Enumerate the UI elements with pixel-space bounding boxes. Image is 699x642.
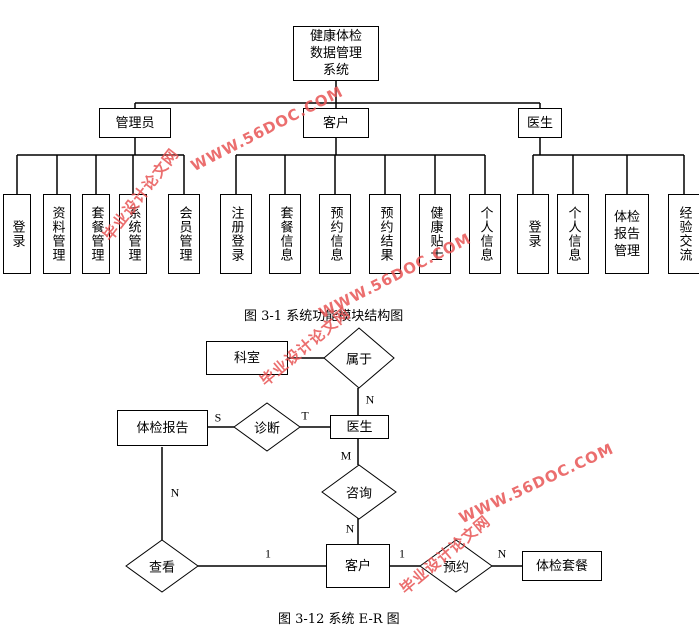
cardinality-view-customer: 1 xyxy=(265,546,271,561)
admin-item-system: 系统管理 xyxy=(119,194,147,274)
cardinality-reserve-customer: 1 xyxy=(399,546,405,561)
cardinality-diagnose-report: S xyxy=(214,410,222,425)
admin-item-member: 会员管理 xyxy=(168,194,200,274)
admin-item-package: 套餐管理 xyxy=(82,194,110,274)
customer-item-package-info: 套餐信息 xyxy=(269,194,301,274)
system-root-node: 健康体检 数据管理 系统 xyxy=(293,26,379,81)
group-admin-node: 管理员 xyxy=(99,108,171,138)
er-diagram-caption: 图 3-12 系统 E-R 图 xyxy=(278,612,400,627)
customer-item-reserve-result: 预约结果 xyxy=(369,194,401,274)
admin-item-profile: 资料管理 xyxy=(43,194,71,274)
entity-department: 科室 xyxy=(206,341,288,375)
customer-item-health-tips: 健康贴士 xyxy=(419,194,451,274)
relationship-diagnose-shape xyxy=(233,402,301,452)
relationship-view-label: 查看 xyxy=(148,560,176,576)
module-diagram-caption: 图 3-1 系统功能模块结构图 xyxy=(244,309,404,324)
doctor-item-login: 登录 xyxy=(517,194,549,274)
doctor-item-report-manage: 体检报告管理 xyxy=(605,194,649,274)
relationship-belongs-label: 属于 xyxy=(345,352,373,368)
entity-customer: 客户 xyxy=(326,544,390,588)
customer-item-personal-info: 个人信息 xyxy=(469,194,501,274)
cardinality-reserve-package: N xyxy=(497,546,507,561)
entity-package: 体检套餐 xyxy=(522,551,602,581)
relationship-consult-shape xyxy=(321,464,397,520)
doctor-item-experience: 经验交流 xyxy=(668,194,699,274)
relationship-consult-label: 咨询 xyxy=(345,486,373,502)
group-customer-node: 客户 xyxy=(303,108,369,138)
customer-item-register: 注册登录 xyxy=(220,194,252,274)
cardinality-diagnose-doctor: T xyxy=(301,408,309,423)
cardinality-belongs-doctor: N xyxy=(365,392,375,407)
group-doctor-node: 医生 xyxy=(518,108,562,138)
cardinality-view-report: N xyxy=(170,485,180,500)
relationship-diagnose-label: 诊断 xyxy=(253,421,281,437)
entity-doctor: 医生 xyxy=(330,415,389,439)
cardinality-consult-doctor: M xyxy=(340,448,352,463)
cardinality-consult-customer: N xyxy=(345,521,355,536)
relationship-reserve-shape xyxy=(419,539,493,593)
entity-report: 体检报告 xyxy=(117,410,208,446)
customer-item-reserve-info: 预约信息 xyxy=(319,194,351,274)
admin-item-login: 登录 xyxy=(3,194,31,274)
relationship-reserve-label: 预约 xyxy=(442,560,470,576)
doctor-item-personal-info: 个人信息 xyxy=(557,194,589,274)
relationship-view-shape xyxy=(125,539,199,593)
relationship-belongs-shape xyxy=(323,327,395,389)
